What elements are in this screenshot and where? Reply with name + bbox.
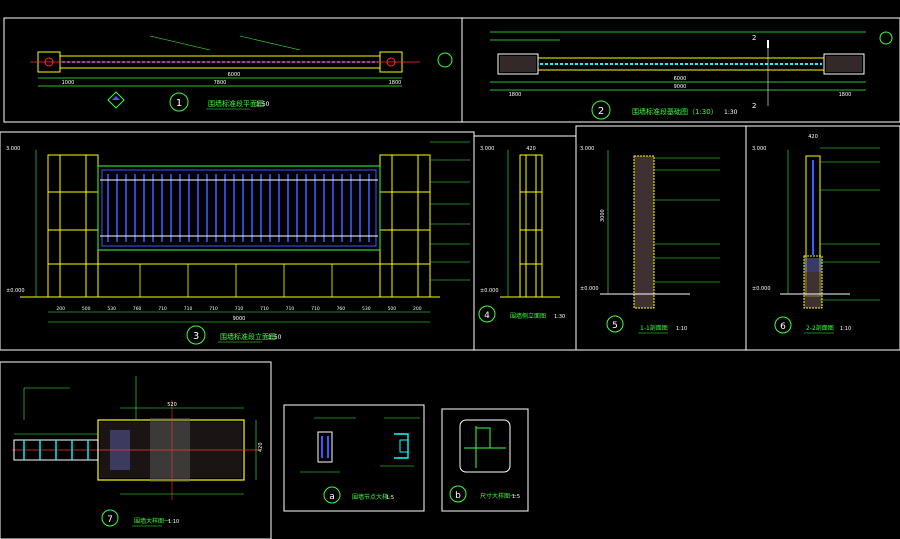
view-1-number: 1: [176, 98, 182, 109]
view-2-overall-dim: 9000: [674, 84, 687, 90]
view-4-side-elevation: 420 3.000 ±0.000 4 围墙侧立面图 1:30: [478, 146, 565, 323]
view-3-bottom-dim: 200: [56, 306, 65, 312]
view-1-title: 围墙标准段平面图: [208, 99, 264, 108]
view-3-bottom-dim: 500: [388, 306, 397, 312]
view-3-bottom-dim: 760: [337, 306, 346, 312]
view-7-detail: 520 420 7 围墙大样图一 1:10: [12, 376, 264, 527]
view-b-title: 尺寸大样图一: [480, 492, 516, 500]
view-4-top-dim: 420: [526, 146, 536, 152]
view-5-elev-top: 3.000: [580, 146, 594, 152]
view-3-number: 3: [193, 331, 199, 342]
view-6-elev-bottom: ±0.000: [752, 286, 771, 292]
view-5-elev-bottom: ±0.000: [580, 286, 599, 292]
view-2-dim-left: 1800: [509, 92, 522, 98]
view-3-bottom-dim: 530: [107, 306, 116, 312]
view-3-bottom-dim: 710: [158, 306, 167, 312]
view-3-bottom-dim: 710: [209, 306, 218, 312]
view-3-overall-dim: 9000: [233, 316, 246, 322]
view-7-side-dim: 420: [258, 442, 264, 452]
view-b-number: b: [455, 491, 461, 501]
view-3-elev-top: 3.000: [6, 146, 20, 152]
view-b-scale: 1:5: [512, 494, 520, 500]
view-6-title: 2-2剖面图: [806, 324, 834, 332]
view-3-bottom-dim: 710: [311, 306, 320, 312]
view-3-elevation: 3.000 ±0.000 200 500 530 760 710 710 710 710 710…: [6, 141, 470, 345]
view-3-title: 围墙标准段立面图: [220, 332, 276, 341]
view-2-dim-mid: 6000: [674, 76, 687, 82]
view-6-scale: 1:10: [840, 326, 851, 332]
view-3-scale: 1:50: [268, 334, 282, 341]
view-3-bottom-dim: 710: [184, 306, 193, 312]
view-2-scale: 1:30: [724, 109, 738, 116]
view-5-section-1-1: 3.000 ±0.000 3000 5 1-1剖面图 1:10: [580, 146, 720, 334]
view-6-top-dim: 420: [808, 134, 818, 140]
view-6-section-2-2: 420 3.000 ±0.000 6 2-2剖面图 1:10: [752, 134, 880, 334]
view-3-bottom-dim: 200: [413, 306, 422, 312]
view-3-bottom-dim: 500: [82, 306, 91, 312]
view-6-number: 6: [780, 322, 786, 332]
view-4-title: 围墙侧立面图: [510, 312, 546, 320]
view-5-title: 1-1剖面图: [640, 324, 668, 332]
view-2-cut-top: 2: [752, 34, 756, 42]
view-1-dim-mid: 7800: [214, 80, 227, 86]
view-1-overall-dim: 6000: [228, 72, 241, 78]
view-2-number: 2: [598, 106, 604, 117]
fence-rails: [107, 174, 370, 242]
view-b-size-detail: b 尺寸大样图一 1:5: [449, 419, 520, 503]
view-4-elev-top: 3.000: [480, 146, 494, 152]
view-7-scale: 1:10: [168, 519, 179, 525]
view-3-bottom-dims: 200 500 530 760 710 710 710 710 710 710 710 760 530 5…: [56, 306, 421, 312]
view-7-title: 围墙大样图一: [134, 517, 170, 525]
view-5-scale: 1:10: [676, 326, 687, 332]
view-4-scale: 1:30: [554, 314, 565, 320]
view-3-bottom-dim: 710: [286, 306, 295, 312]
view-5-side-dim: 3000: [600, 209, 606, 222]
view-1-plan: 1 围墙标准段平面图 1:50 6000 1000 7800 1800: [30, 35, 453, 112]
view-4-number: 4: [484, 311, 490, 321]
view-6-elev-top: 3.000: [752, 146, 766, 152]
view-a-scale: 1:5: [386, 495, 394, 501]
view-3-elev-bottom: ±0.000: [6, 288, 25, 294]
view-4-elev-bottom: ±0.000: [480, 288, 499, 294]
view-1-dim-right: 1800: [389, 80, 402, 86]
view-2-dim-right: 1800: [839, 92, 852, 98]
view-3-bottom-dim: 760: [133, 306, 142, 312]
view-a-number: a: [329, 492, 335, 502]
view-7-center-dim: 520: [167, 402, 177, 408]
view-1-scale: 1:50: [256, 101, 270, 108]
view-a-title: 围墙节点大样: [352, 493, 388, 501]
view-3-bottom-dim: 710: [260, 306, 269, 312]
view-2-foundation-plan: 2 围墙标准段基础图（1:30） 1:30 9000 1800 6000 180…: [490, 31, 893, 120]
view-a-node-detail: a 围墙节点大样 1:5: [300, 417, 420, 504]
view-3-bottom-dim: 710: [235, 306, 244, 312]
view-5-number: 5: [612, 321, 618, 331]
view-7-number: 7: [107, 515, 113, 525]
view-2-cut-bottom: 2: [752, 102, 756, 110]
view-2-title: 围墙标准段基础图（1:30）: [632, 107, 718, 116]
view-1-dim-left: 1000: [62, 80, 75, 86]
panel-frames: [0, 17, 900, 539]
view-3-bottom-dim: 530: [362, 306, 371, 312]
